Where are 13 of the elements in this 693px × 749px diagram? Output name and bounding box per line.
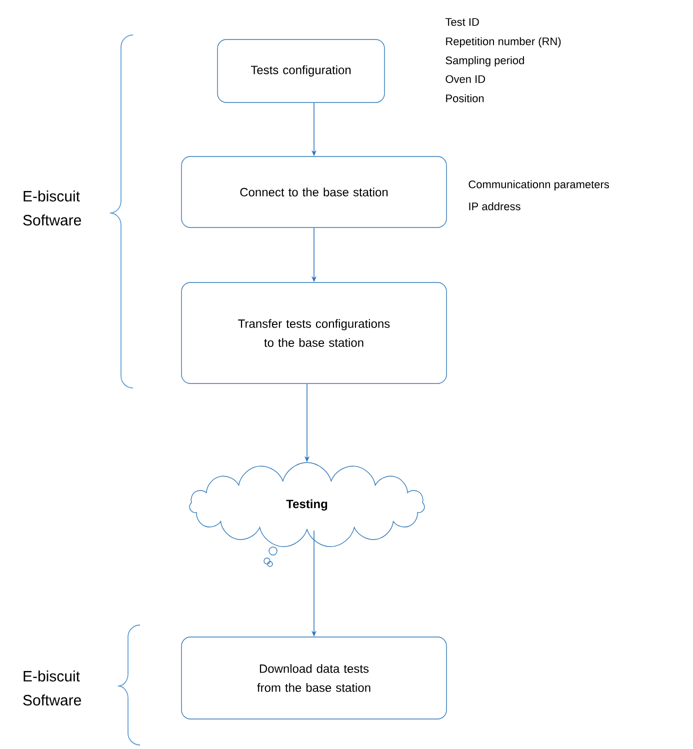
note-text: IP address bbox=[469, 202, 520, 210]
note-text: Repetition number (RN) bbox=[446, 37, 561, 48]
process-box: Download data tests from the base station bbox=[181, 636, 447, 720]
note-text: Oven ID bbox=[446, 75, 486, 83]
group-label: E-biscuit Software bbox=[23, 190, 82, 226]
process-box: Connect to the base station bbox=[181, 156, 447, 228]
process-box: Transfer tests configurations to the base station bbox=[181, 282, 447, 384]
note-text: Position bbox=[446, 94, 484, 102]
note-text: Communicationn parameters bbox=[468, 180, 609, 190]
note-text: Test ID bbox=[445, 18, 479, 26]
group-label: E-biscuit Software bbox=[23, 670, 82, 706]
note-text: Sampling period bbox=[446, 56, 524, 66]
process-box: Tests configuration bbox=[217, 39, 385, 103]
